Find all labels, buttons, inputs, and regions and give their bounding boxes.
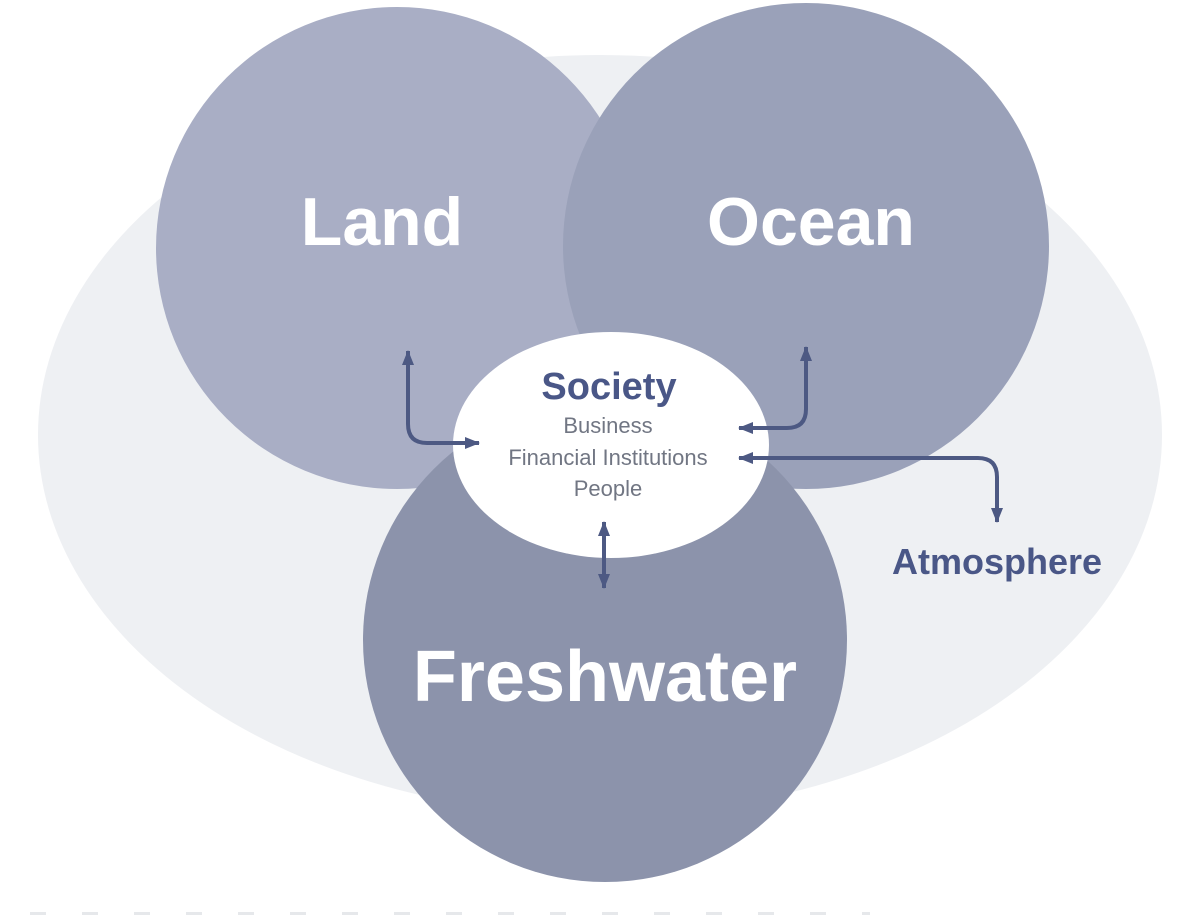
ocean-label: Ocean <box>707 184 915 260</box>
society-ellipse <box>453 332 769 558</box>
society-item-business: Business <box>563 413 652 438</box>
freshwater-label: Freshwater <box>413 637 797 717</box>
society-item-people: People <box>574 476 643 501</box>
ocean-society-arrow <box>738 346 812 434</box>
land-society-arrow <box>402 350 480 449</box>
society-item-financial-institutions: Financial Institutions <box>508 445 707 470</box>
land-label: Land <box>301 184 463 260</box>
atmosphere-label: Atmosphere <box>892 541 1102 582</box>
cropped-caption-fragment <box>30 912 870 915</box>
society-title: Society <box>541 366 676 408</box>
society-atmosphere-arrow <box>738 452 1003 523</box>
